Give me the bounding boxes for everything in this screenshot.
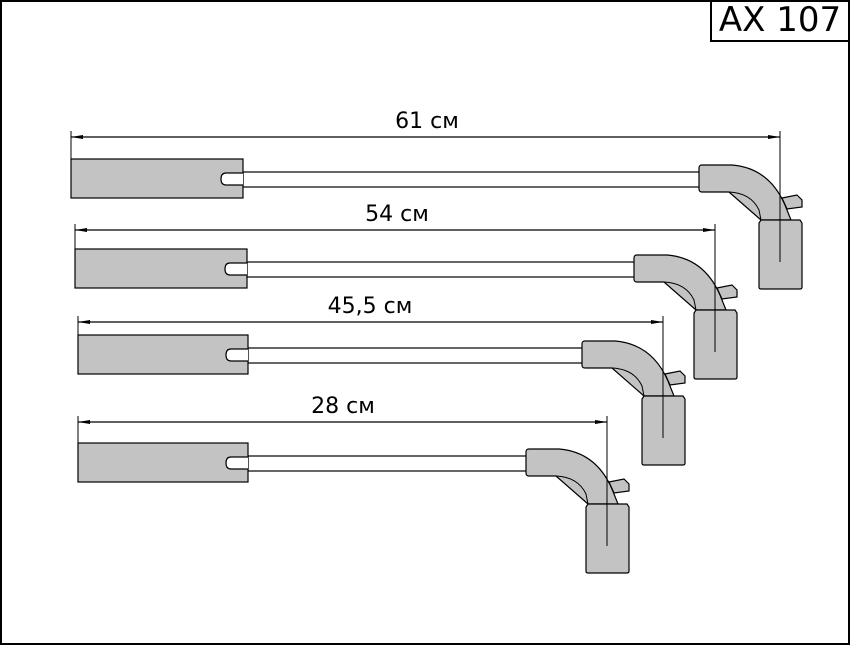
cable-3-elbow-inner-curve xyxy=(611,367,645,397)
cable-4-elbow-body xyxy=(525,448,619,505)
cable-2-wire xyxy=(246,261,637,278)
cable-4-arrow-right-icon xyxy=(595,420,607,424)
cable-2-arrow-left-icon xyxy=(75,228,87,232)
cable-1-length-label: 61 см xyxy=(395,109,459,134)
cable-2-straight-boot xyxy=(74,248,248,289)
cable-3-elbow-body xyxy=(581,340,675,397)
cable-3-length-label: 45,5 см xyxy=(328,294,413,319)
cable-3-elbow-boot xyxy=(581,340,686,466)
cable-3-arrow-left-icon xyxy=(78,320,90,324)
cable-4-arrow-left-icon xyxy=(78,420,90,424)
cable-3-wire xyxy=(247,347,585,364)
cable-1-elbow-inner-curve xyxy=(728,191,762,221)
cable-4-wire xyxy=(247,455,529,472)
cable-3-elbow-tab xyxy=(664,370,686,386)
cable-1-straight-boot xyxy=(70,158,244,199)
cable-1-arrow-right-icon xyxy=(768,135,780,139)
cable-4-elbow-tab xyxy=(608,478,630,494)
cable-4-boot-slot xyxy=(225,456,248,470)
cable-1-boot-slot xyxy=(220,172,243,186)
cable-1-wire xyxy=(242,171,702,188)
cable-2-boot-slot xyxy=(224,262,247,276)
cable-2-length-label: 54 см xyxy=(365,202,429,227)
cable-4-length-label: 28 см xyxy=(311,394,375,419)
cable-1-elbow-tab xyxy=(781,194,803,210)
cable-2-elbow-body xyxy=(633,254,727,311)
cable-4-straight-boot xyxy=(77,442,249,483)
cable-3-straight-boot xyxy=(77,334,249,375)
cable-2-arrow-right-icon xyxy=(703,228,715,232)
cable-4-elbow-boot xyxy=(525,448,630,574)
cable-1-elbow-body xyxy=(698,164,792,221)
cable-1-arrow-left-icon xyxy=(71,135,83,139)
cable-2-elbow-boot xyxy=(633,254,738,380)
cable-2-elbow-tab xyxy=(716,284,738,300)
cable-3-boot-slot xyxy=(225,348,248,362)
cable-4-elbow-inner-curve xyxy=(555,475,589,505)
cable-2-elbow-inner-curve xyxy=(663,281,697,311)
cable-1-elbow-boot xyxy=(698,164,803,290)
cable-3-arrow-right-icon xyxy=(651,320,663,324)
part-code-box: AX 107 xyxy=(710,2,848,42)
